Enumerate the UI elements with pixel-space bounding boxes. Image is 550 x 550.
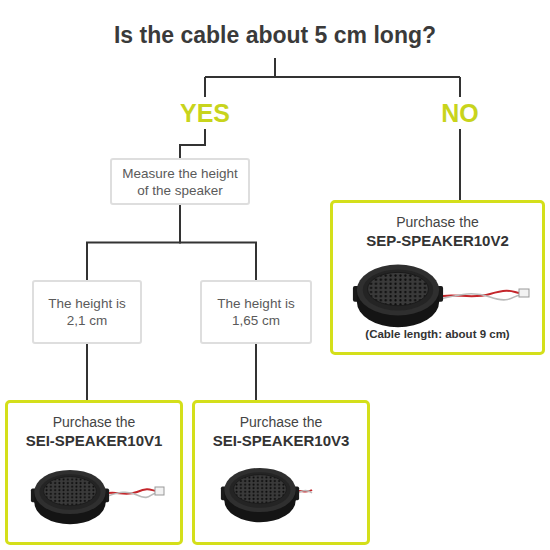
connector-line [255,344,257,400]
tree-line [459,77,461,97]
result-box: Purchase theSEI-SPEAKER10V1 [5,400,183,545]
note-text: (Cable length: about 9 cm) [333,328,542,340]
branch-label: YES [165,98,245,128]
box-text: The height is 1,65 cm [210,295,302,329]
connector-line [87,205,180,280]
connector-line [86,344,88,400]
tree-line [204,77,206,97]
condition-box: The height is 1,65 cm [200,280,312,344]
diagram-title: Is the cable about 5 cm long? [0,22,550,49]
tree-line [205,76,460,78]
tree-line [180,129,205,158]
box-text: The height is 2,1 cm [42,295,132,329]
connector-line [180,205,256,280]
box-text: Purchase the [396,213,479,231]
branch-label: NO [420,98,500,128]
tree-line [459,129,461,200]
product-code: SEI-SPEAKER10V3 [213,431,350,450]
product-code: SEI-SPEAKER10V1 [26,431,163,450]
step-box: Measure the height of the speaker [110,158,250,205]
condition-box: The height is 2,1 cm [32,280,142,344]
product-code: SEP-SPEAKER10V2 [366,231,509,250]
tree-line [274,58,276,77]
box-text: Purchase the [53,413,136,431]
box-text: Purchase the [240,413,323,431]
result-box: Purchase theSEI-SPEAKER10V3 [192,400,370,545]
result-box: Purchase theSEP-SPEAKER10V2 (Cable length… [330,200,545,355]
box-text: Measure the height of the speaker [120,165,240,199]
